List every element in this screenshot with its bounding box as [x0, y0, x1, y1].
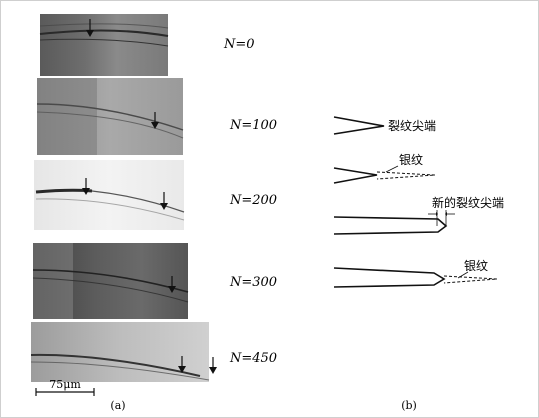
new-crack-tip-label: 新的裂纹尖端 — [432, 195, 504, 210]
scale-bar-label: 75μm — [49, 378, 81, 391]
schematic-crack-craze: 银纹 — [333, 153, 436, 184]
schematic-column: 裂纹尖端 银纹 新的裂纹尖端 银纹 — [333, 116, 504, 288]
arrow-marker-head — [168, 286, 176, 293]
cycle-label-n200: N=200 — [229, 193, 277, 208]
cycle-labels: N=0 N=100 N=200 N=300 N=450 — [223, 37, 277, 366]
arrow-marker-head — [160, 203, 168, 210]
schematic-crack-tip: 裂纹尖端 — [333, 116, 436, 135]
cycle-label-n300: N=300 — [229, 275, 277, 290]
craze-label-1: 银纹 — [399, 153, 423, 167]
schematic-new-crack-tip: 新的裂纹尖端 — [333, 195, 504, 235]
cycle-label-n450: N=450 — [229, 351, 277, 366]
micrograph-n0 — [39, 14, 169, 76]
panel-label-b: (b) — [401, 399, 417, 412]
micrograph-column — [30, 14, 217, 382]
micrograph-n200 — [34, 160, 185, 230]
arrow-marker-head — [82, 188, 90, 195]
panel-label-a: (a) — [110, 399, 125, 412]
craze-label-2: 银纹 — [464, 259, 488, 273]
arrow-marker-head — [86, 30, 94, 37]
arrow-marker-head — [209, 367, 217, 374]
scale-bar: 75μm — [35, 378, 95, 396]
arrow-marker-head — [178, 366, 186, 373]
cycle-label-n100: N=100 — [229, 118, 277, 133]
micrograph-n300 — [32, 243, 189, 319]
arrow-marker-head — [151, 122, 159, 129]
crack-tip-label: 裂纹尖端 — [388, 119, 436, 133]
micrograph-n450 — [30, 322, 217, 382]
micrograph-n100 — [36, 78, 184, 155]
schematic-crack-craze-2: 银纹 — [333, 259, 498, 288]
cycle-label-n0: N=0 — [223, 37, 255, 52]
